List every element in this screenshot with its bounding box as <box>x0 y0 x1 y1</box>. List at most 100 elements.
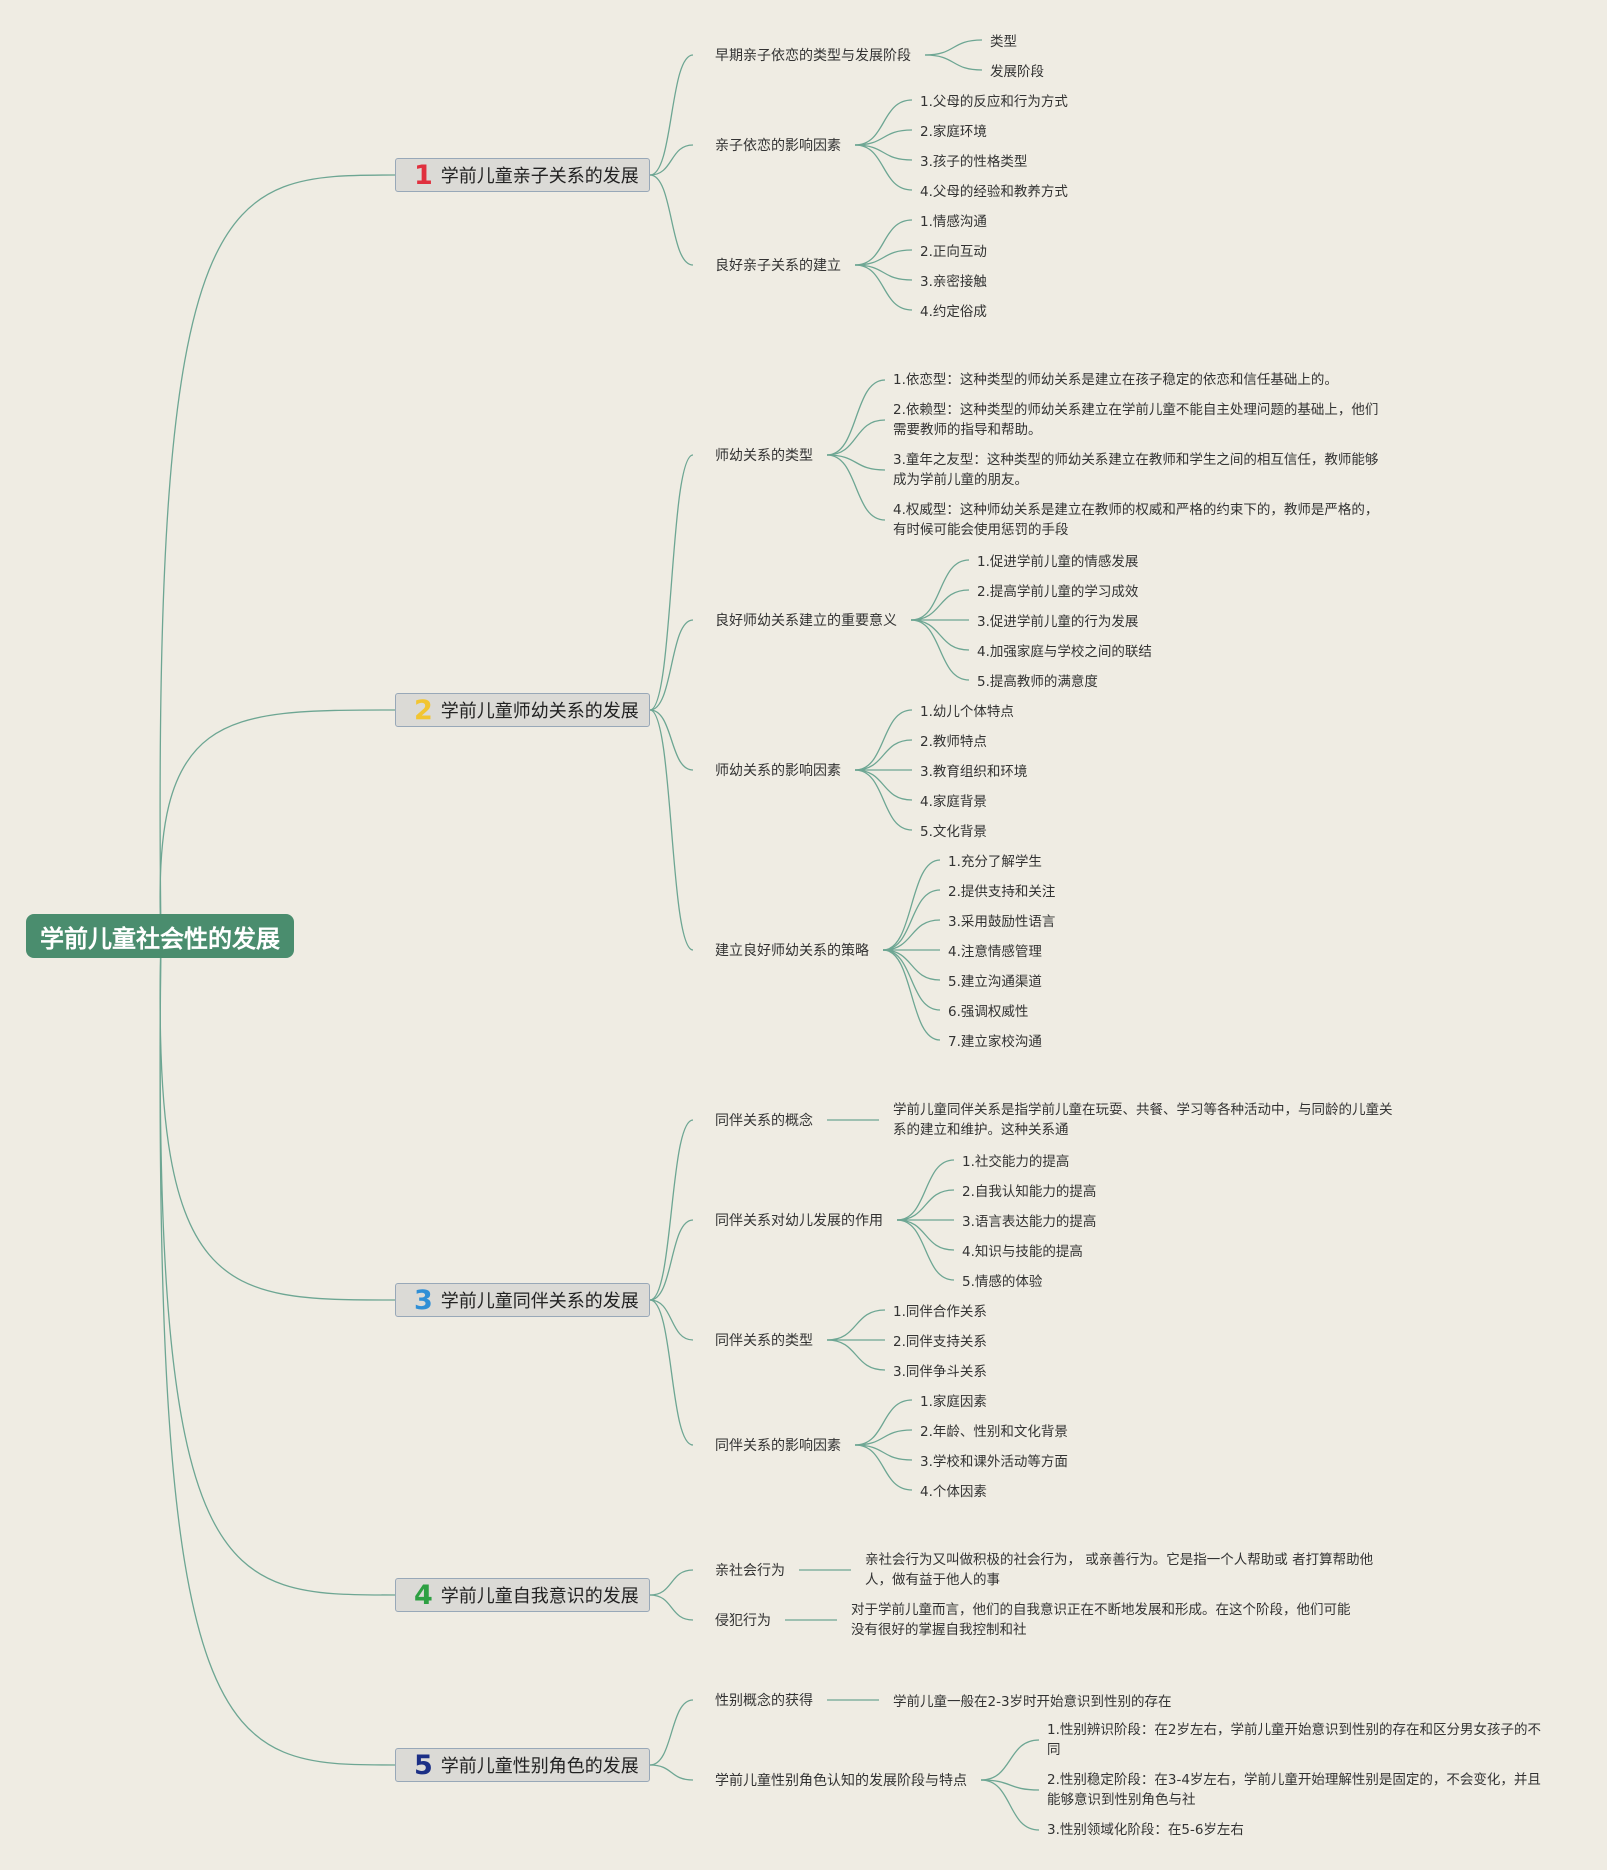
leaf-item[interactable]: 1.充分了解学生 <box>948 854 1042 870</box>
subtopic[interactable]: 建立良好师幼关系的策略 <box>715 943 869 959</box>
subtopic-to-leaf-link <box>896 1189 955 1221</box>
branch-to-subtopic-link <box>649 454 694 711</box>
leaf-item[interactable]: 5.提高教师的满意度 <box>977 674 1098 690</box>
subtopic-to-leaf-link <box>854 1399 913 1446</box>
subtopic[interactable]: 早期亲子依恋的类型与发展阶段 <box>715 48 911 64</box>
subtopic[interactable]: 亲社会行为 <box>715 1563 785 1579</box>
leaf-item[interactable]: 1.幼儿个体特点 <box>920 704 1014 720</box>
subtopic-to-leaf-link <box>854 264 913 311</box>
leaf-item[interactable]: 3.学校和课外活动等方面 <box>920 1454 1068 1470</box>
branch-label: 学前儿童性别角色的发展 <box>440 1756 639 1777</box>
subtopic-to-leaf-link <box>910 619 970 651</box>
subtopic-to-leaf-link <box>854 1444 913 1491</box>
branch-to-subtopic-link <box>649 1219 694 1301</box>
leaf-item[interactable]: 3.教育组织和环境 <box>920 764 1028 780</box>
leaf-item[interactable]: 2.自我认知能力的提高 <box>962 1184 1097 1200</box>
branch-to-subtopic-link <box>649 174 694 266</box>
leaf-item[interactable]: 4.知识与技能的提高 <box>962 1244 1083 1260</box>
subtopic-to-leaf-link <box>826 379 886 456</box>
leaf-item[interactable]: 学前儿童一般在2-3岁时开始意识到性别的存在 <box>893 1694 1172 1710</box>
subtopic[interactable]: 侵犯行为 <box>715 1613 771 1629</box>
leaf-item[interactable]: 3.促进学前儿童的行为发展 <box>977 614 1139 630</box>
subtopic-to-leaf-link <box>882 949 941 1011</box>
leaf-item[interactable]: 2.依赖型：这种类型的师幼关系建立在学前儿童不能自主处理问题的基础上，他们需要教… <box>893 402 1379 438</box>
subtopic-to-leaf-link <box>910 559 970 621</box>
branch-number: 1 <box>414 159 433 191</box>
leaf-item[interactable]: 5.文化背景 <box>920 824 987 840</box>
leaf-item[interactable]: 1.促进学前儿童的情感发展 <box>977 554 1139 570</box>
subtopic-to-leaf-link <box>980 1779 1040 1791</box>
subtopic-to-leaf-link <box>854 1444 913 1461</box>
subtopic[interactable]: 同伴关系对幼儿发展的作用 <box>715 1213 883 1229</box>
subtopic[interactable]: 良好亲子关系的建立 <box>715 258 841 274</box>
leaf-item[interactable]: 2.同伴支持关系 <box>893 1334 987 1350</box>
subtopic-to-leaf-link <box>854 249 913 266</box>
subtopic-to-leaf-link <box>854 709 913 771</box>
subtopic[interactable]: 师幼关系的影响因素 <box>715 763 841 779</box>
leaf-item[interactable]: 2.家庭环境 <box>920 124 987 140</box>
subtopic[interactable]: 同伴关系的影响因素 <box>715 1438 841 1454</box>
subtopic-to-leaf-link <box>854 219 913 266</box>
branch-to-subtopic-link <box>649 144 694 176</box>
leaf-item[interactable]: 5.建立沟通渠道 <box>948 974 1042 990</box>
leaf-item[interactable]: 4.权威型：这种师幼关系是建立在教师的权威和严格的约束下的，教师是严格的，有时候… <box>893 502 1379 538</box>
leaf-item[interactable]: 1.性别辨识阶段：在2岁左右，学前儿童开始意识到性别的存在和区分男女孩子的不同 <box>1047 1722 1541 1758</box>
leaf-item[interactable]: 4.加强家庭与学校之间的联结 <box>977 644 1152 660</box>
leaf-item[interactable]: 6.强调权威性 <box>948 1004 1029 1020</box>
leaf-item[interactable]: 2.教师特点 <box>920 734 987 750</box>
leaf-item[interactable]: 2.正向互动 <box>920 244 987 260</box>
leaf-item[interactable]: 1.依恋型：这种类型的师幼关系是建立在孩子稳定的依恋和信任基础上的。 <box>893 372 1338 388</box>
leaf-item[interactable]: 3.性别领域化阶段：在5-6岁左右 <box>1047 1822 1244 1838</box>
leaf-item[interactable]: 2.提高学前儿童的学习成效 <box>977 584 1139 600</box>
leaf-item[interactable]: 3.同伴争斗关系 <box>893 1364 987 1380</box>
leaf-item[interactable]: 1.家庭因素 <box>920 1394 987 1410</box>
subtopic[interactable]: 同伴关系的类型 <box>715 1333 813 1349</box>
leaf-item[interactable]: 4.注意情感管理 <box>948 944 1042 960</box>
leaf-item[interactable]: 1.情感沟通 <box>920 214 987 230</box>
leaf-item[interactable]: 学前儿童同伴关系是指学前儿童在玩耍、共餐、学习等各种活动中，与同龄的儿童关系的建… <box>893 1102 1393 1138</box>
leaf-item[interactable]: 4.父母的经验和教养方式 <box>920 184 1068 200</box>
leaf-item[interactable]: 4.约定俗成 <box>920 304 987 320</box>
leaf-item[interactable]: 1.同伴合作关系 <box>893 1304 987 1320</box>
leaf-item[interactable]: 亲社会行为又叫做积极的社会行为， 或亲善行为。它是指一个人帮助或 者打算帮助他人… <box>865 1552 1374 1588</box>
leaf-item[interactable]: 1.父母的反应和行为方式 <box>920 94 1068 110</box>
subtopic-to-leaf-link <box>980 1739 1040 1781</box>
subtopic[interactable]: 性别概念的获得 <box>715 1693 813 1709</box>
root-topic[interactable]: 学前儿童社会性的发展 <box>26 914 294 958</box>
leaf-item[interactable]: 2.性别稳定阶段：在3-4岁左右，学前儿童开始理解性别是固定的，不会变化，并且能… <box>1047 1772 1541 1808</box>
subtopic-to-leaf-link <box>854 129 913 146</box>
subtopic[interactable]: 亲子依恋的影响因素 <box>715 138 841 154</box>
leaf-item[interactable]: 2.年龄、性别和文化背景 <box>920 1424 1068 1440</box>
leaf-item[interactable]: 对于学前儿童而言，他们的自我意识正在不断地发展和形成。在这个阶段，他们可能没有很… <box>851 1602 1351 1638</box>
subtopic-to-leaf-link <box>882 889 941 951</box>
leaf-item[interactable]: 3.孩子的性格类型 <box>920 154 1028 170</box>
leaf-item[interactable]: 4.个体因素 <box>920 1484 987 1500</box>
leaf-item[interactable]: 7.建立家校沟通 <box>948 1034 1042 1050</box>
branch-to-subtopic-link <box>649 709 694 951</box>
branch-label: 学前儿童自我意识的发展 <box>440 1586 639 1607</box>
leaf-item[interactable]: 3.亲密接触 <box>920 274 987 290</box>
leaf-item[interactable]: 3.童年之友型：这种类型的师幼关系建立在教师和学生之间的相互信任，教师能够成为学… <box>893 452 1379 488</box>
leaf-item[interactable]: 发展阶段 <box>990 64 1044 80</box>
leaf-item[interactable]: 4.家庭背景 <box>920 794 987 810</box>
branch-label: 学前儿童同伴关系的发展 <box>440 1291 639 1312</box>
leaf-item[interactable]: 3.语言表达能力的提高 <box>962 1214 1097 1230</box>
leaf-item[interactable]: 2.提供支持和关注 <box>948 884 1056 900</box>
leaf-item[interactable]: 5.情感的体验 <box>962 1274 1043 1290</box>
subtopic[interactable]: 师幼关系的类型 <box>715 448 813 464</box>
subtopic-to-leaf-link <box>854 769 913 831</box>
leaf-item[interactable]: 类型 <box>990 34 1017 50</box>
subtopic[interactable]: 良好师幼关系建立的重要意义 <box>715 613 897 629</box>
leaf-item[interactable]: 1.社交能力的提高 <box>962 1154 1070 1170</box>
subtopic-to-leaf-link <box>826 1309 886 1341</box>
subtopic-to-leaf-link <box>882 949 941 1041</box>
leaf-item[interactable]: 3.采用鼓励性语言 <box>948 914 1056 930</box>
subtopic[interactable]: 同伴关系的概念 <box>715 1113 813 1129</box>
subtopic[interactable]: 学前儿童性别角色认知的发展阶段与特点 <box>715 1773 967 1789</box>
